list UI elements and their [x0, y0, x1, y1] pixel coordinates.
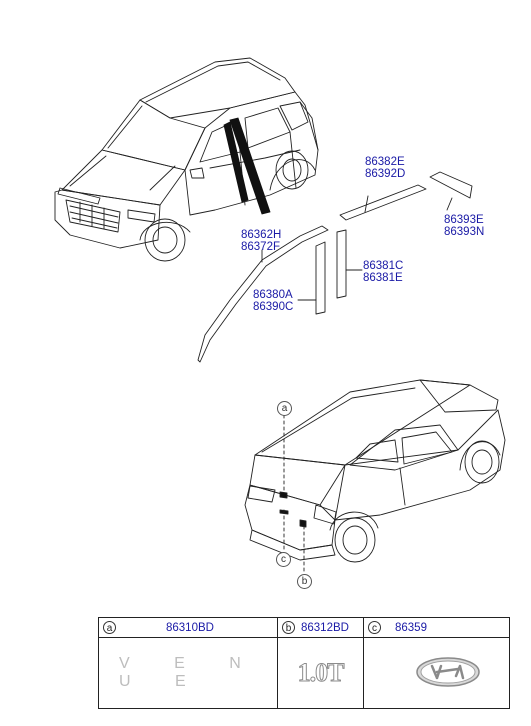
- engine-badge-emblem: 1.0T: [297, 658, 345, 688]
- legend-part-b: 86312BD: [301, 621, 349, 634]
- hyundai-logo-icon: [416, 657, 480, 687]
- legend-letter-c: c: [368, 621, 381, 634]
- legend-cell-c: c 86359: [364, 618, 509, 708]
- rear-car-illustration: [244, 379, 506, 563]
- legend-cell-a: a 86310BD V E N U E: [99, 618, 278, 708]
- legend-letter-b: b: [282, 621, 295, 634]
- callout-c: c: [276, 552, 291, 567]
- legend-cell-b: b 86312BD 1.0T: [278, 618, 364, 708]
- emblem-legend-table: a 86310BD V E N U E b 86312BD 1.0T c 863…: [98, 617, 510, 709]
- rear-trim-part: [429, 171, 473, 199]
- front-pillar-part: [197, 225, 329, 363]
- lower-pillar-part: [315, 241, 326, 315]
- callout-b: b: [297, 574, 312, 589]
- upper-molding-part: [339, 184, 427, 221]
- legend-part-a: 86310BD: [166, 621, 214, 634]
- venue-emblem: V E N U E: [119, 655, 261, 690]
- center-pillar-part: [336, 229, 347, 299]
- callout-a: a: [277, 401, 292, 416]
- pillar-highlight: [229, 117, 271, 215]
- legend-part-c: 86359: [395, 621, 427, 634]
- legend-letter-a: a: [103, 621, 116, 634]
- front-car-illustration: [54, 57, 319, 262]
